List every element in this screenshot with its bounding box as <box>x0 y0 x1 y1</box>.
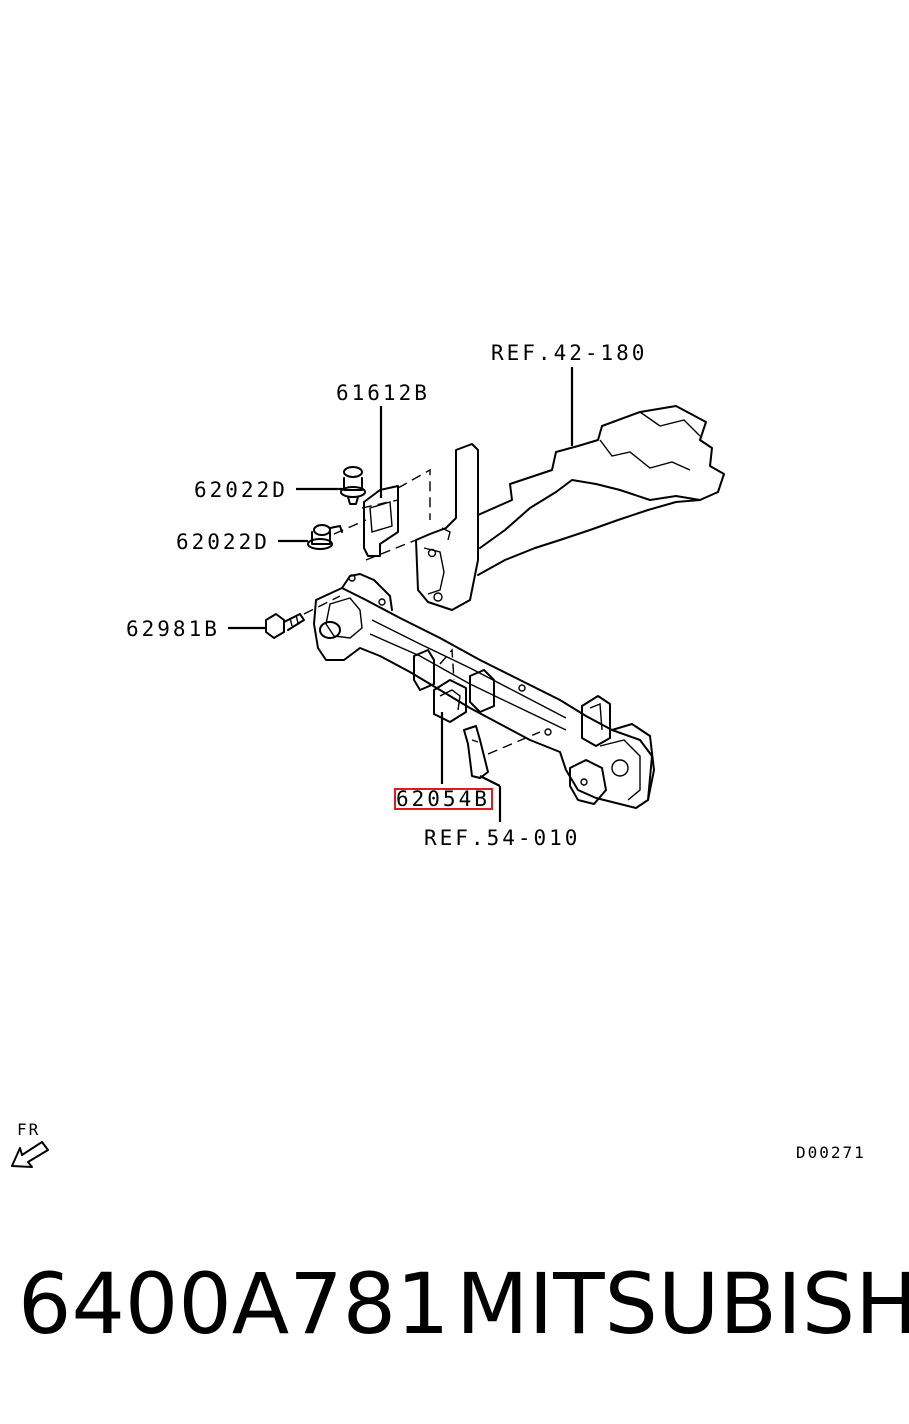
bracket-ref-54-010 <box>463 725 489 779</box>
bolt-62981b <box>265 613 305 639</box>
callout-ref-42-180: REF.42-180 <box>491 341 647 365</box>
callout-62022d-upper[interactable]: 62022D <box>194 478 288 502</box>
bracket-61612b <box>363 485 399 557</box>
callout-61612b[interactable]: 61612B <box>336 381 430 405</box>
assembly-dashed-lines <box>303 468 541 755</box>
leader-lines <box>228 367 574 822</box>
highlight-box-62054b <box>394 788 493 810</box>
front-direction-indicator: FR <box>11 1120 49 1168</box>
callout-ref-54-010: REF.54-010 <box>424 826 580 850</box>
steering-support-member <box>415 405 725 611</box>
callout-62022d-lower[interactable]: 62022D <box>176 530 270 554</box>
bracket-62054b <box>433 679 467 723</box>
part-number: 6400A781 <box>18 1255 450 1353</box>
clip-62022d-upper <box>340 466 366 505</box>
drawing-code: D00271 <box>796 1143 866 1162</box>
front-arrow-icon <box>11 1141 49 1168</box>
front-label: FR <box>17 1120 40 1139</box>
clip-62022d-lower <box>307 524 343 550</box>
brand-name: MITSUBISHI <box>456 1255 909 1353</box>
callout-62981b[interactable]: 62981B <box>126 617 220 641</box>
main-frame-bracket <box>313 573 655 809</box>
callout-62054b[interactable]: 62054B <box>396 787 490 811</box>
